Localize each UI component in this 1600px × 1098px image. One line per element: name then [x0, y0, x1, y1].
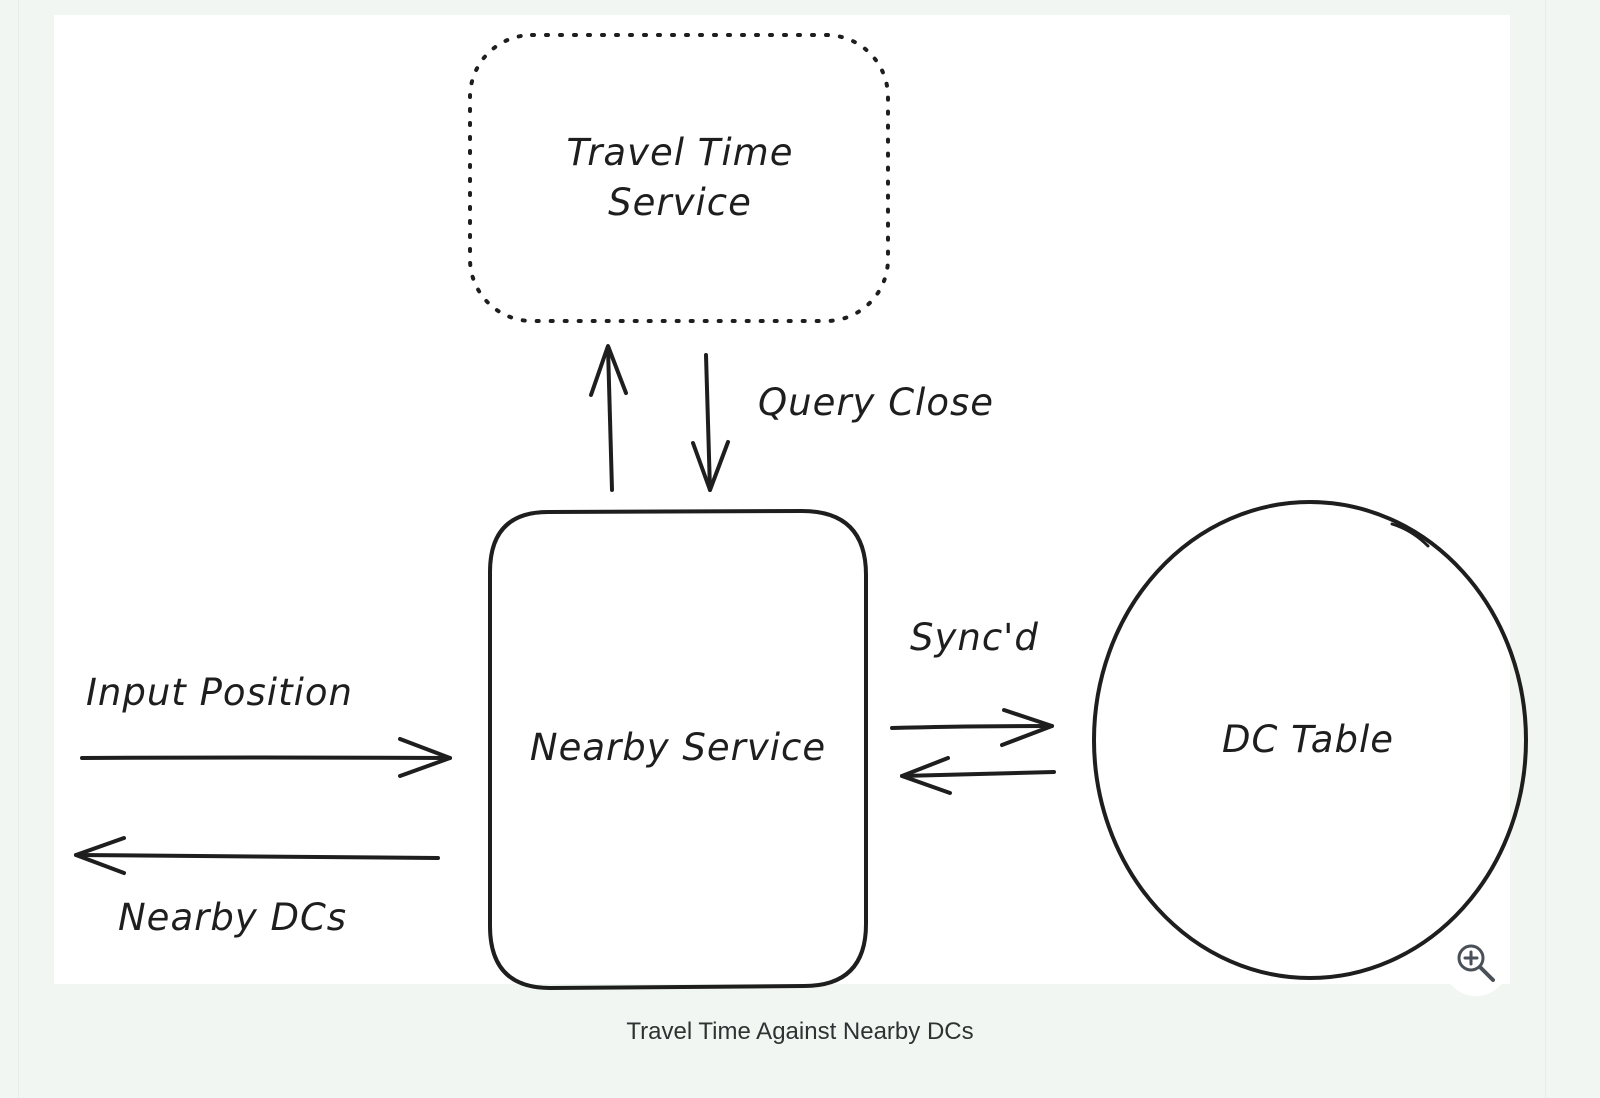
- sync-arrow-left-line: [900, 770, 1056, 778]
- node-travel-time-service: Travel Time Service: [468, 33, 890, 323]
- arrow-up-head: [589, 344, 628, 397]
- sync-arrow-right-line: [890, 724, 1054, 730]
- edge-query-close: Query Close: [589, 344, 994, 492]
- input-position-label: Input Position: [86, 671, 353, 714]
- diagram-canvas: [54, 15, 1510, 984]
- arrow-down-line: [704, 353, 712, 492]
- zoom-in-icon: [1457, 944, 1495, 982]
- travel-time-service-label-line1: Travel Time: [566, 131, 793, 174]
- input-arrow-line: [80, 755, 452, 760]
- node-dc-table: DC Table: [1092, 500, 1528, 980]
- nearby-dcs-label: Nearby DCs: [118, 896, 347, 939]
- sync-arrow-right-head: [1000, 708, 1054, 747]
- sync-arrow-left-head: [900, 756, 952, 795]
- output-arrow-line: [74, 853, 440, 860]
- input-arrow-head: [398, 737, 452, 778]
- nearby-service-label: Nearby Service: [530, 726, 826, 769]
- arrow-up-line: [606, 346, 614, 492]
- edge-synced: Sync'd: [890, 616, 1056, 795]
- query-close-label: Query Close: [758, 381, 994, 424]
- figure-caption: Travel Time Against Nearby DCs: [626, 1018, 974, 1045]
- output-arrow-head: [74, 836, 126, 875]
- edge-nearby-dcs: Nearby DCs: [74, 836, 440, 939]
- synced-label: Sync'd: [910, 616, 1039, 659]
- node-nearby-service: Nearby Service: [488, 509, 868, 990]
- zoom-button[interactable]: [1443, 930, 1509, 996]
- travel-time-service-label-line2: Service: [608, 181, 752, 224]
- arrow-down-head: [691, 440, 730, 492]
- edge-input-position: Input Position: [80, 671, 452, 778]
- dc-table-label: DC Table: [1222, 718, 1394, 761]
